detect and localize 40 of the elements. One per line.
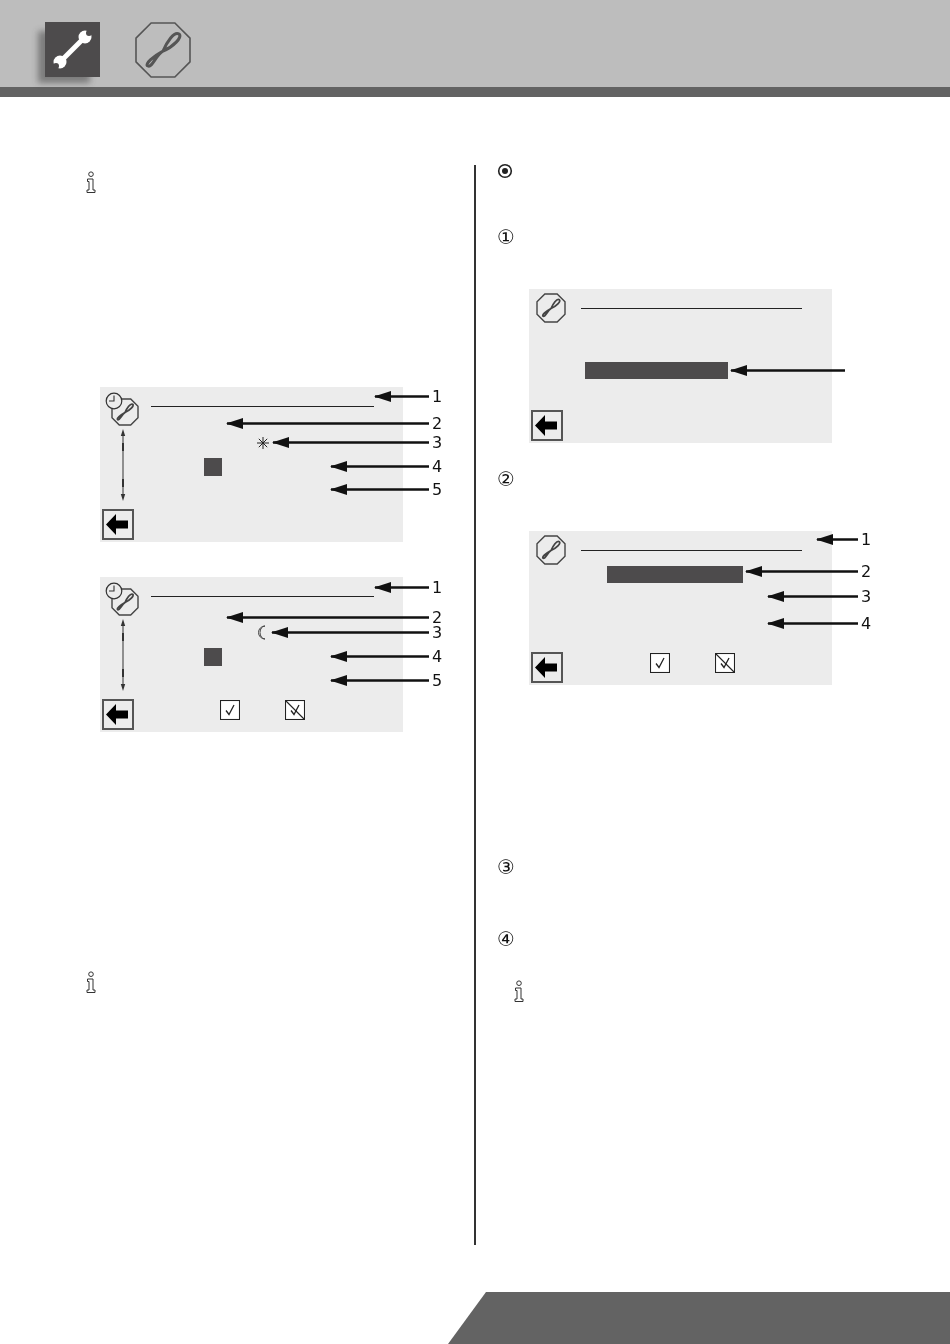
display-screen — [529, 289, 832, 443]
callout-number: 4 — [430, 649, 444, 664]
asterisk-icon — [256, 436, 270, 450]
callout-number: 5 — [430, 673, 444, 688]
leader-arrow — [374, 391, 429, 402]
callout-number: 3 — [859, 589, 873, 604]
callout-number: 2 — [859, 564, 873, 579]
leader-arrow — [226, 612, 429, 623]
highlight-bar — [585, 362, 728, 379]
callout-number: 3 — [430, 625, 444, 640]
display-screen — [100, 387, 403, 542]
leader-arrow — [767, 591, 858, 602]
callout-number: 1 — [430, 580, 444, 595]
callout-number: 1 — [859, 532, 873, 547]
leader-arrow — [330, 675, 429, 686]
callout-number: 1 — [430, 389, 444, 404]
leader-arrow — [374, 582, 429, 593]
leader-arrow — [767, 618, 858, 629]
step-number: ① — [497, 226, 515, 248]
leader-arrow — [330, 651, 429, 662]
leader-arrow — [745, 566, 858, 577]
leader-arrow — [272, 437, 429, 448]
leader-arrow — [226, 418, 429, 429]
step-number: ② — [497, 468, 515, 490]
callout-number: 2 — [430, 610, 444, 625]
highlight-bar — [607, 566, 743, 583]
callout-number: 3 — [430, 435, 444, 450]
callout-number: 4 — [430, 459, 444, 474]
callout-number: 2 — [430, 416, 444, 431]
callout-number: 4 — [859, 616, 873, 631]
callout-number: 5 — [430, 482, 444, 497]
leader-arrow — [730, 365, 845, 376]
leader-arrow — [816, 534, 858, 545]
leader-arrow — [330, 484, 429, 495]
step-number: ③ — [497, 856, 515, 878]
display-screen — [529, 531, 832, 685]
leader-arrow — [271, 627, 429, 638]
display-screen — [100, 577, 403, 732]
leader-arrow — [330, 461, 429, 472]
step-number: ④ — [497, 928, 515, 950]
